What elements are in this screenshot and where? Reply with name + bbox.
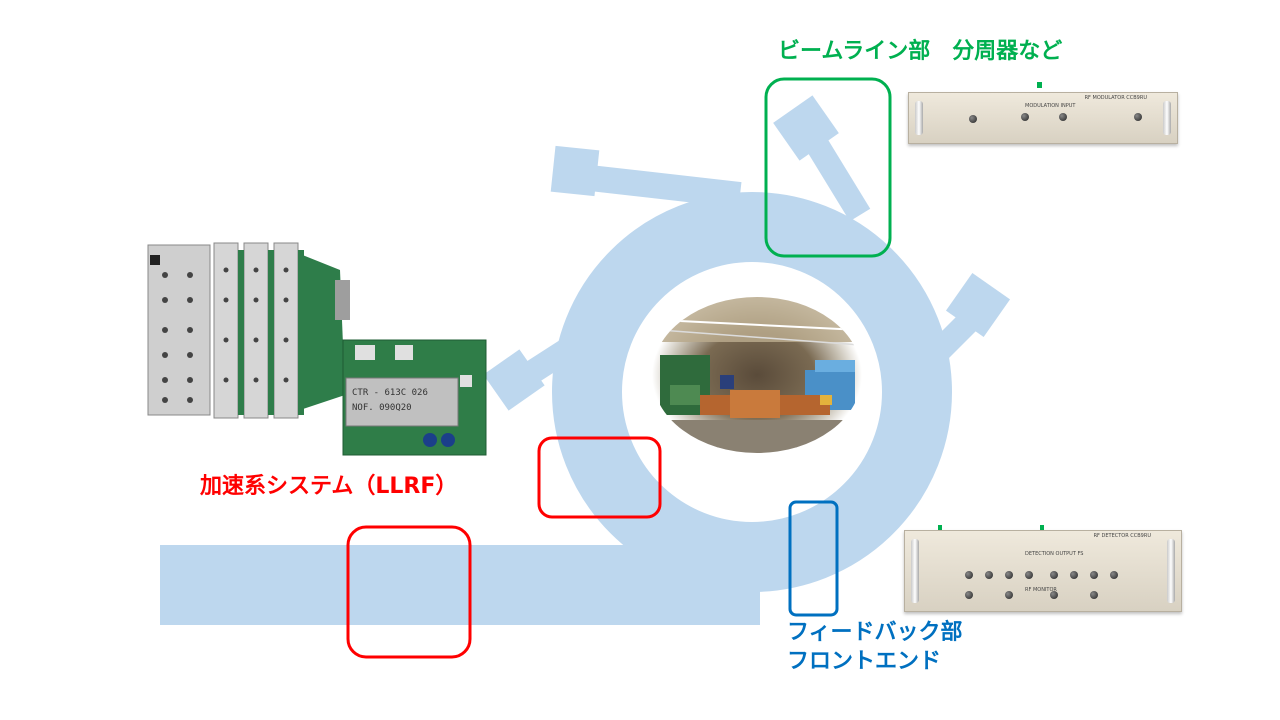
green-marker [1037, 82, 1042, 88]
green-marker [938, 525, 942, 530]
beam-transport-line [160, 545, 760, 625]
panel-handle [915, 101, 923, 135]
rf-module-label-line2: NOF. 090Q20 [352, 403, 412, 413]
green-marker [1040, 525, 1044, 530]
beamline-highlight-box [764, 77, 892, 258]
rf-module-label-line1: CTR - 613C 026 [352, 388, 428, 398]
panel-knob [1059, 113, 1067, 121]
llrf-highlight-box-upper [537, 436, 662, 519]
beamline-endbox-top [773, 95, 839, 161]
panel-handle [1167, 539, 1175, 603]
detector-panel-title: RF DETECTOR CCB9RU [1093, 533, 1151, 539]
panel-knob [1050, 591, 1058, 599]
panel-knob [1050, 571, 1058, 579]
panel-handle [1163, 101, 1171, 135]
detector-monitor-label: RF MONITOR [1025, 587, 1057, 593]
beamline-arm-upper-left [588, 165, 742, 208]
beamline-endbox-right [945, 272, 1011, 338]
llrf-highlight-box-lower [346, 525, 472, 659]
panel-knob [965, 591, 973, 599]
feedback-highlight-box [788, 500, 839, 617]
panel-knob [1025, 571, 1033, 579]
modulator-input-label: MODULATION INPUT [1025, 103, 1076, 109]
modulator-panel-title: RF MODULATOR CCB9RU [1084, 95, 1147, 101]
feedback-label-line2: フロントエンド [787, 649, 942, 674]
panel-knob [985, 571, 993, 579]
panel-handle [911, 539, 919, 603]
panel-knob [1070, 571, 1078, 579]
panel-knob [1090, 591, 1098, 599]
rf-detector-panel: RF DETECTOR CCB9RU DETECTION OUTPUT FS R… [904, 530, 1182, 612]
panel-knob [969, 115, 977, 123]
rf-modulator-panel: RF MODULATOR CCB9RU MODULATION INPUT [908, 92, 1178, 144]
panel-knob [1090, 571, 1098, 579]
feedback-label-line1: フィードバック部 [787, 620, 963, 645]
panel-knob [965, 571, 973, 579]
beamline-label: ビームライン部 分周器など [778, 39, 1063, 64]
beamline-endbox-upper-left [550, 145, 600, 197]
panel-knob [1021, 113, 1029, 121]
detector-output-label: DETECTION OUTPUT FS [1025, 551, 1084, 557]
panel-knob [1134, 113, 1142, 121]
panel-knob [1005, 591, 1013, 599]
llrf-label: 加速系システム（LLRF） [200, 474, 458, 499]
beamline-endbox-left [483, 349, 545, 411]
panel-knob [1110, 571, 1118, 579]
accelerator-tunnel-photo [652, 297, 862, 453]
panel-knob [1005, 571, 1013, 579]
